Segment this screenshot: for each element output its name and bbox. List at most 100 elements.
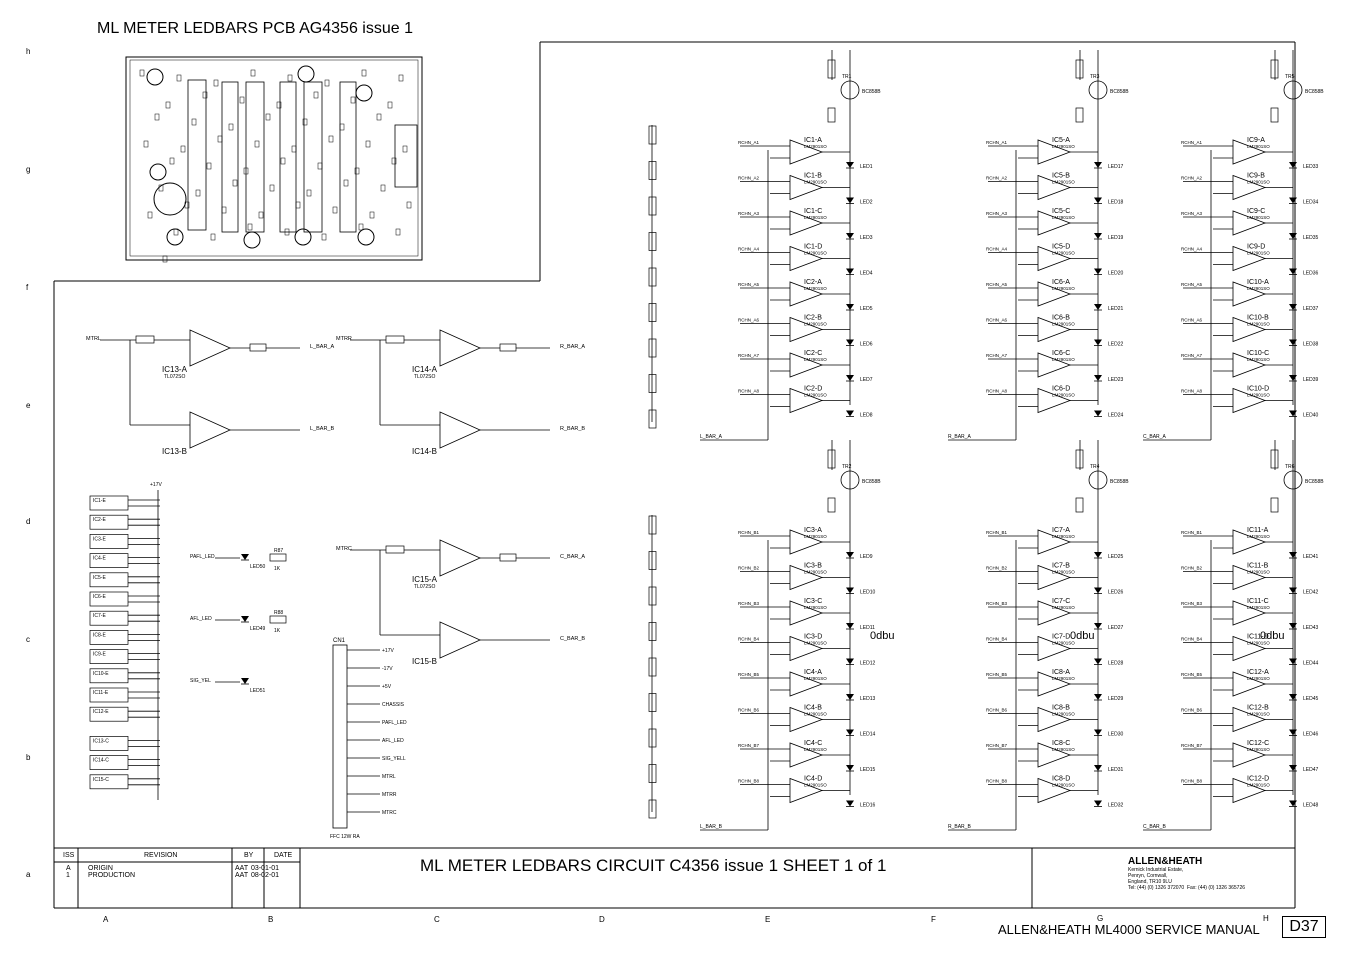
- connector-ref: CN1: [333, 638, 346, 644]
- ic-ref: IC11-A: [1247, 527, 1269, 534]
- op-amp-symbol: [1037, 529, 1072, 555]
- stage-out-a: R_BAR_A: [560, 344, 585, 350]
- net-label: RCHN_B8: [738, 779, 760, 784]
- led-symbol: [1289, 304, 1297, 310]
- resistor: [385, 545, 405, 554]
- pcb-pad: [176, 74, 182, 82]
- ic-ref: IC1-C: [804, 208, 822, 215]
- connector-pin: SIG_YELL: [382, 756, 406, 762]
- ic-part: LM2901SO: [1247, 783, 1270, 788]
- pcb-pad: [184, 201, 190, 209]
- power-ic-ref: IC3-E: [93, 536, 106, 542]
- ic-part: LM2901SO: [1052, 180, 1075, 185]
- ic-ref: IC6-A: [1052, 279, 1070, 286]
- power-ic-ref: IC11-E: [93, 690, 109, 696]
- resistor: [89, 736, 129, 751]
- connector-pin: -17V: [382, 666, 393, 672]
- net-label: RCHN_B4: [738, 637, 760, 642]
- net-label: RCHN_A1: [986, 140, 1008, 145]
- ic-ref: IC8-B: [1052, 705, 1070, 712]
- ic-ref: IC8-D: [1052, 776, 1070, 783]
- led-symbol: [1094, 410, 1102, 417]
- resistor: [648, 657, 657, 677]
- pcb-pad: [313, 91, 319, 99]
- led-symbol: [846, 729, 854, 736]
- resistor: [648, 125, 657, 145]
- rev-head-date: DATE: [274, 852, 293, 859]
- led-symbol: [1094, 765, 1102, 771]
- stage-ic-a: IC15-A: [412, 575, 438, 584]
- pcb-pad: [395, 228, 401, 236]
- ic-part: LM2901SO: [1247, 676, 1270, 681]
- ic-ref: IC11-B: [1247, 563, 1269, 570]
- ic-part: LM2901SO: [1247, 605, 1270, 610]
- rev-row-2-revision: PRODUCTION: [88, 872, 136, 879]
- resistor: [1075, 107, 1084, 123]
- transistor-ref: TR4: [1090, 464, 1100, 470]
- connector-pin: PAFL_LED: [382, 720, 407, 726]
- op-amp-symbol: [1232, 387, 1267, 414]
- status-led-ref: LED49: [250, 626, 266, 632]
- bar-net-label: L_BAR_B: [700, 824, 723, 830]
- ic-part: LM2901SO: [1247, 534, 1270, 539]
- pcb-pad: [228, 123, 234, 131]
- op-amp-symbol: [789, 777, 824, 804]
- transistor-part: BC858B: [1110, 479, 1129, 485]
- ic-ref: IC7-A: [1052, 527, 1070, 534]
- pcb-board: [125, 56, 423, 263]
- grid-col-C: C: [434, 915, 440, 924]
- net-label: RCHN_A3: [1181, 211, 1203, 216]
- led-ref: LED27: [1108, 625, 1124, 631]
- led-bar-bank: TR2BC858BIC3-ALM2901SORCHN_B1LED9IC3-BLM…: [648, 440, 881, 831]
- ic-ref: IC10-B: [1247, 315, 1269, 322]
- resistor: [89, 514, 129, 530]
- ic-ref: IC7-D: [1052, 634, 1070, 641]
- ic-part: LM2901SO: [1052, 144, 1075, 149]
- net-label: RCHN_A1: [1181, 140, 1203, 145]
- pcb-pad: [276, 101, 282, 109]
- grid-row-e: e: [26, 401, 31, 410]
- pcb-pad: [280, 157, 286, 165]
- led-ref: LED36: [1303, 271, 1319, 277]
- ic-ref: IC3-C: [804, 598, 822, 605]
- address-line-2: Penryn, Cornwall,: [1128, 873, 1168, 879]
- pcb-pad: [376, 113, 382, 121]
- op-amp-symbol: [1232, 139, 1267, 165]
- net-label: RCHN_B7: [986, 743, 1008, 748]
- op-amp-symbol: [789, 281, 824, 307]
- odbu-label-3: 0dbu: [1260, 630, 1285, 642]
- pcb-pad: [139, 69, 145, 77]
- resistor: [89, 495, 129, 511]
- op-amp-symbol: [789, 387, 824, 414]
- ic-part: LM2901SO: [1247, 322, 1270, 327]
- rev-row-1-revision: ORIGIN: [88, 865, 113, 872]
- led-symbol: [1094, 197, 1102, 204]
- led-ref: LED40: [1303, 413, 1319, 419]
- resistor: [648, 232, 657, 251]
- op-amp-symbol: [1037, 387, 1072, 414]
- ic-part: LM2901SO: [1247, 286, 1270, 291]
- status-res-ref: R88: [274, 610, 283, 616]
- pcb-pad: [173, 228, 179, 236]
- led-ref: LED15: [860, 767, 876, 773]
- ic-ref: IC9-C: [1247, 208, 1265, 215]
- resistor: [89, 755, 129, 770]
- led-symbol: [1094, 552, 1102, 558]
- led-symbol: [846, 339, 854, 346]
- net-label: RCHN_A7: [1181, 353, 1203, 358]
- rev-row-2-by: AAT: [235, 872, 249, 879]
- led-symbol: [1289, 233, 1297, 239]
- pcb-pad: [398, 74, 404, 82]
- led-symbol: [1289, 694, 1297, 700]
- grid-col-A: A: [103, 915, 109, 924]
- grid-row-g: g: [26, 165, 31, 174]
- op-amp-symbol: [789, 245, 824, 272]
- led-ref: LED41: [1303, 554, 1319, 560]
- stage-input-label: MTRR: [336, 336, 352, 342]
- company-fax: Fax: (44) (0) 1326 365726: [1186, 885, 1246, 891]
- company-tel: Tel: (44) (0) 1326 372070: [1128, 885, 1185, 891]
- net-label: RCHN_B1: [738, 530, 760, 535]
- op-amp-symbol: [1232, 600, 1267, 626]
- power-ic-ref: IC2-E: [93, 517, 106, 523]
